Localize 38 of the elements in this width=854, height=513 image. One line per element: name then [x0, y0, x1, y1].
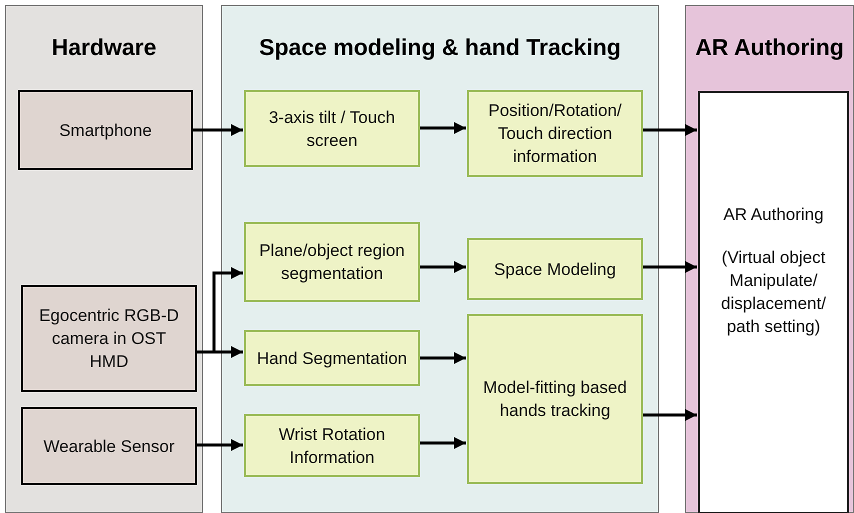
box-text: Hand Segmentation: [256, 348, 408, 370]
arrow: [196, 439, 243, 451]
box-text: Wrist Rotation Information: [278, 424, 386, 468]
column-panel: [221, 5, 659, 513]
column-panel: [5, 5, 203, 513]
arrow: [642, 409, 697, 421]
process-box: [467, 238, 643, 300]
arrow: [419, 437, 466, 449]
column-heading: Hardware: [52, 33, 156, 62]
box-text: Model-fitting based hands tracking: [482, 377, 628, 422]
box-text: AR Authoring: [723, 204, 824, 226]
column-heading: Space modeling & hand Tracking: [259, 33, 621, 62]
box-text: 3-axis tilt / Touch screen: [268, 106, 396, 152]
box-text: Space Modeling: [494, 258, 616, 280]
column-heading: AR Authoring: [695, 33, 844, 62]
box-text: Position/Rotation/ Touch direction information: [487, 100, 623, 168]
hardware-box: [21, 285, 197, 392]
hardware-box: [18, 90, 193, 170]
box-text: (Virtual object Manipulate/ displacement/ path setting): [720, 247, 827, 338]
output-box: [698, 91, 849, 513]
box-text: Wearable Sensor: [43, 436, 175, 458]
arrow: [419, 352, 466, 364]
arrow: [642, 124, 697, 136]
process-box: [244, 330, 420, 386]
process-box: [244, 222, 420, 302]
process-box: [467, 90, 643, 177]
column-panel: [685, 5, 854, 513]
hardware-box: [21, 407, 197, 485]
box-text: Plane/object region segmentation: [258, 240, 406, 285]
arrow: [419, 261, 466, 273]
process-box: [244, 414, 420, 477]
box-text: Egocentric RGB-D camera in OST HMD: [38, 305, 180, 373]
arrow: [419, 122, 466, 134]
process-box: [467, 314, 643, 484]
process-box: [244, 90, 420, 167]
box-text: Smartphone: [59, 120, 152, 142]
arrow: [642, 261, 697, 273]
arrow: [192, 124, 243, 136]
